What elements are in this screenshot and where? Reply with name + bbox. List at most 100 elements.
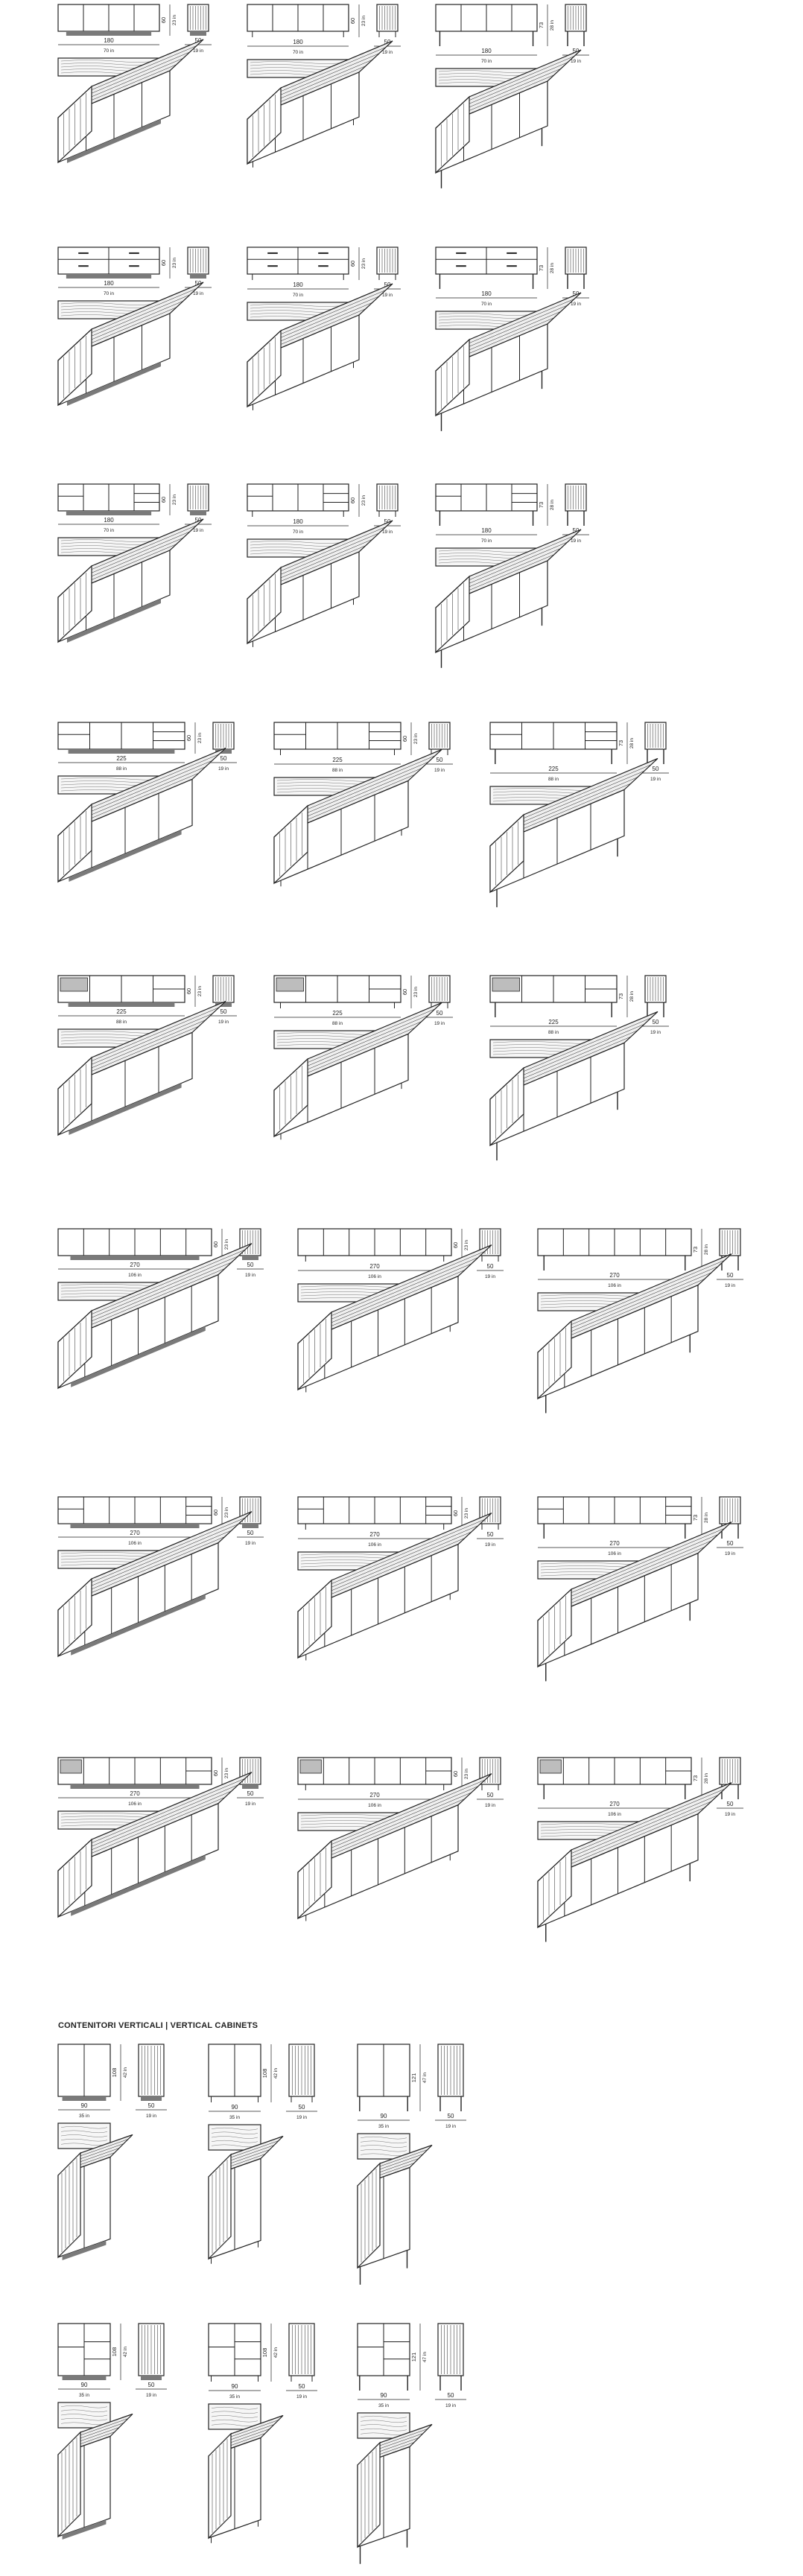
height-value: 60 [212,1510,219,1516]
plinth-base [66,274,152,279]
width-value: 180 [293,39,303,45]
width-value-inches: 19 in [245,1541,256,1546]
height-value: 60 [402,989,408,995]
wood-grain [360,2149,407,2152]
wood-grain [211,2415,258,2418]
width-value: 50 [299,2104,305,2111]
drawing-rect [479,1496,501,1524]
wood-grain [60,2414,108,2417]
plinth-base [62,2376,107,2380]
width-value: 270 [130,1790,140,1797]
drawing-line [503,1030,638,1087]
height-value-inches: 28 in [550,20,555,31]
drawing-line [273,47,387,95]
width-value-inches: 70 in [293,529,303,535]
height-value: 60 [185,988,192,994]
width-value: 270 [609,1540,620,1547]
plinth-base [215,1002,232,1007]
width-value-inches: 70 in [104,291,114,296]
drawing-rect [479,1757,501,1785]
plinth-base [242,1524,258,1528]
drawing-rect [376,247,399,275]
width-value-inches: 19 in [725,1283,735,1288]
plinth-base [66,31,152,36]
height-value-inches: 42 in [123,2067,128,2078]
drawing-line [311,1263,472,1332]
drawing-line [462,299,575,346]
drawing-line [557,1795,719,1863]
width-value-inches: 106 in [368,1803,381,1808]
height-value: 73 [692,1515,699,1521]
drawing-line [564,1259,726,1328]
wood-grain [60,2134,108,2137]
drawing-rect [437,2044,464,2097]
plinth-base [70,1524,200,1528]
iso-plinth [67,362,161,406]
width-value-inches: 19 in [571,59,581,64]
height-value: 108 [261,2069,268,2079]
width-value-inches: 19 in [445,2124,456,2129]
wood-grain [360,2145,407,2148]
drawing-line [311,1792,472,1860]
plinth-base [141,2376,162,2380]
plinth-base [190,274,206,279]
drawing-line [557,1534,719,1603]
plinth-base [68,749,175,754]
drawing-rect [357,2133,410,2160]
drawing-line [84,1007,220,1064]
width-value-inches: 88 in [548,777,559,782]
open-compartment [492,977,520,992]
drawing-rect [57,2122,111,2149]
width-value-inches: 19 in [245,1801,256,1807]
width-value: 90 [232,2104,238,2111]
drawing-line [77,760,213,818]
width-value: 50 [727,1272,734,1279]
drawing-line [375,2429,428,2448]
width-value-inches: 19 in [146,2393,156,2398]
iso-plinth [71,1854,206,1916]
width-value: 50 [573,48,580,54]
drawing-line [77,1256,239,1324]
width-value: 50 [148,2382,155,2388]
drawing-rect [428,722,451,750]
width-value: 180 [293,282,303,288]
width-value-inches: 19 in [571,538,581,544]
drawing-rect [644,975,667,1003]
drawing-line [84,45,197,93]
height-value-inches: 23 in [197,986,203,996]
width-value: 270 [369,1792,380,1799]
width-value-inches: 106 in [368,1542,381,1548]
wood-grain [211,2411,258,2414]
width-value: 50 [448,2392,454,2399]
drawing-line [293,1014,429,1072]
drawing-line [267,296,380,344]
width-value: 180 [481,48,492,54]
drawing-line [503,777,638,834]
plinth-base [70,1256,200,1260]
drawing-line [455,305,568,353]
drawing-line [455,62,568,110]
drawing-line [75,2139,129,2158]
drawing-line [550,1540,712,1609]
height-value-inches: 23 in [464,1769,469,1779]
width-value: 270 [369,1263,380,1270]
wood-grain [211,2406,258,2410]
wood-grain [60,2417,108,2421]
section-title-vertical-cabinets: CONTENITORI VERTICALI | VERTICAL CABINET… [58,2021,258,2030]
drawing-line [510,770,645,828]
plinth-base [141,2096,162,2101]
iso-plinth [69,1083,182,1135]
width-value-inches: 35 in [378,2403,389,2408]
